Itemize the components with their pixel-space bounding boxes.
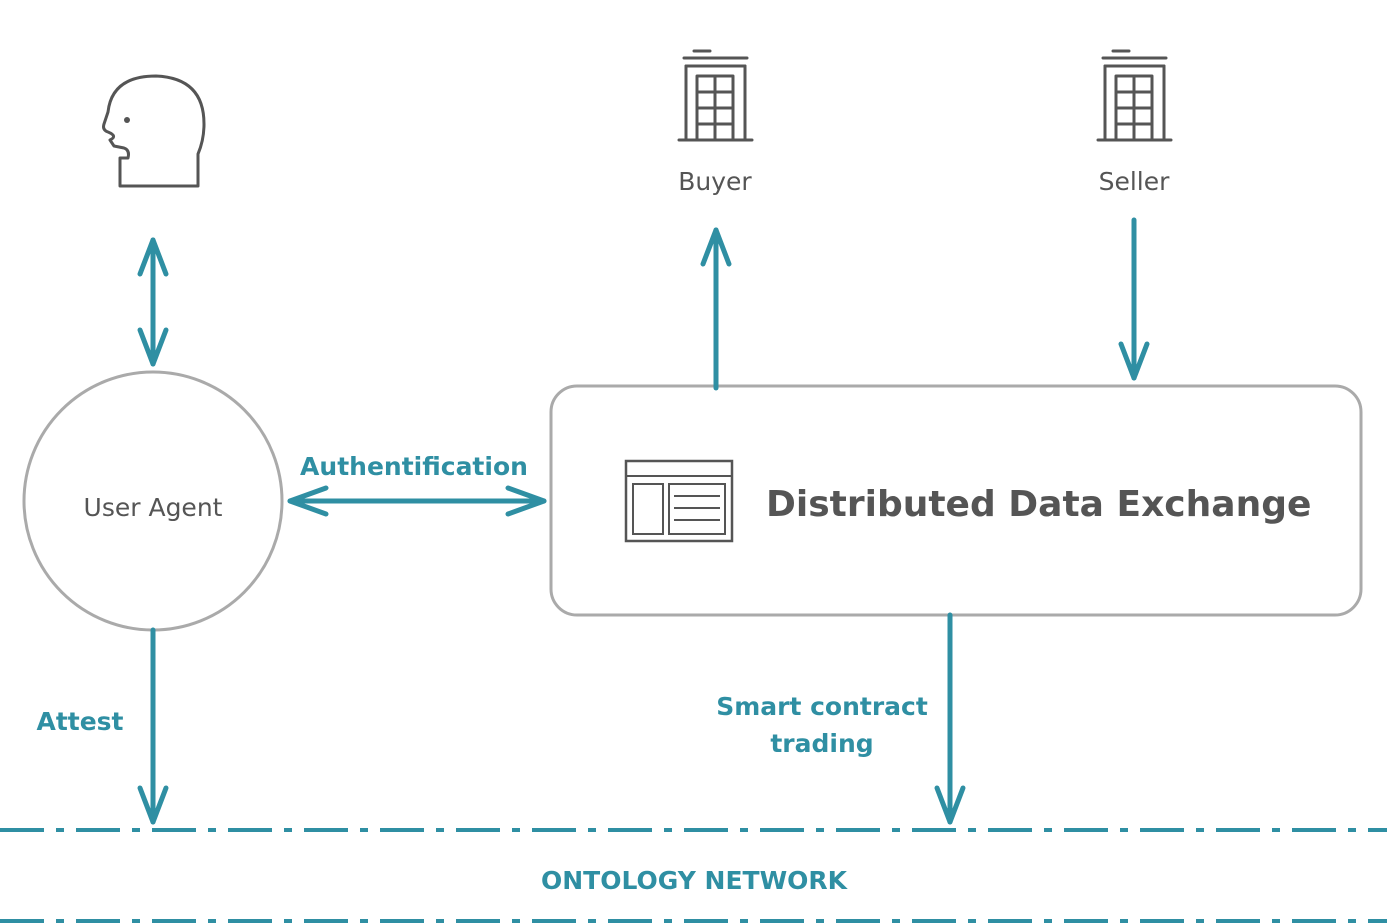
smart-contract-arrow (934, 612, 966, 825)
buyer-building-icon (677, 49, 754, 142)
seller-to-exchange-arrow (1118, 217, 1150, 381)
person-user-agent-arrow (137, 237, 169, 367)
browser-window-icon (624, 459, 734, 543)
user-agent-label: User Agent (84, 493, 223, 522)
exchange-to-buyer-arrow (700, 227, 732, 391)
seller-building-icon (1096, 49, 1173, 142)
data-exchange-node: Distributed Data Exchange (549, 384, 1363, 617)
buyer-label: Buyer (678, 167, 752, 196)
smart-contract-label-line2: trading (770, 729, 873, 758)
ontology-network-label: ONTOLOGY NETWORK (541, 866, 849, 895)
ontology-network-band: ONTOLOGY NETWORK (0, 828, 1387, 923)
person-head-icon (102, 74, 206, 188)
authentification-arrow (287, 485, 547, 517)
authentification-label: Authentification (300, 452, 528, 481)
smart-contract-label-line1: Smart contract (716, 692, 928, 721)
data-exchange-title: Distributed Data Exchange (766, 484, 1311, 525)
user-agent-node: User Agent (22, 370, 284, 632)
attest-label: Attest (36, 707, 123, 736)
attest-arrow (137, 627, 169, 825)
seller-label: Seller (1099, 167, 1171, 196)
